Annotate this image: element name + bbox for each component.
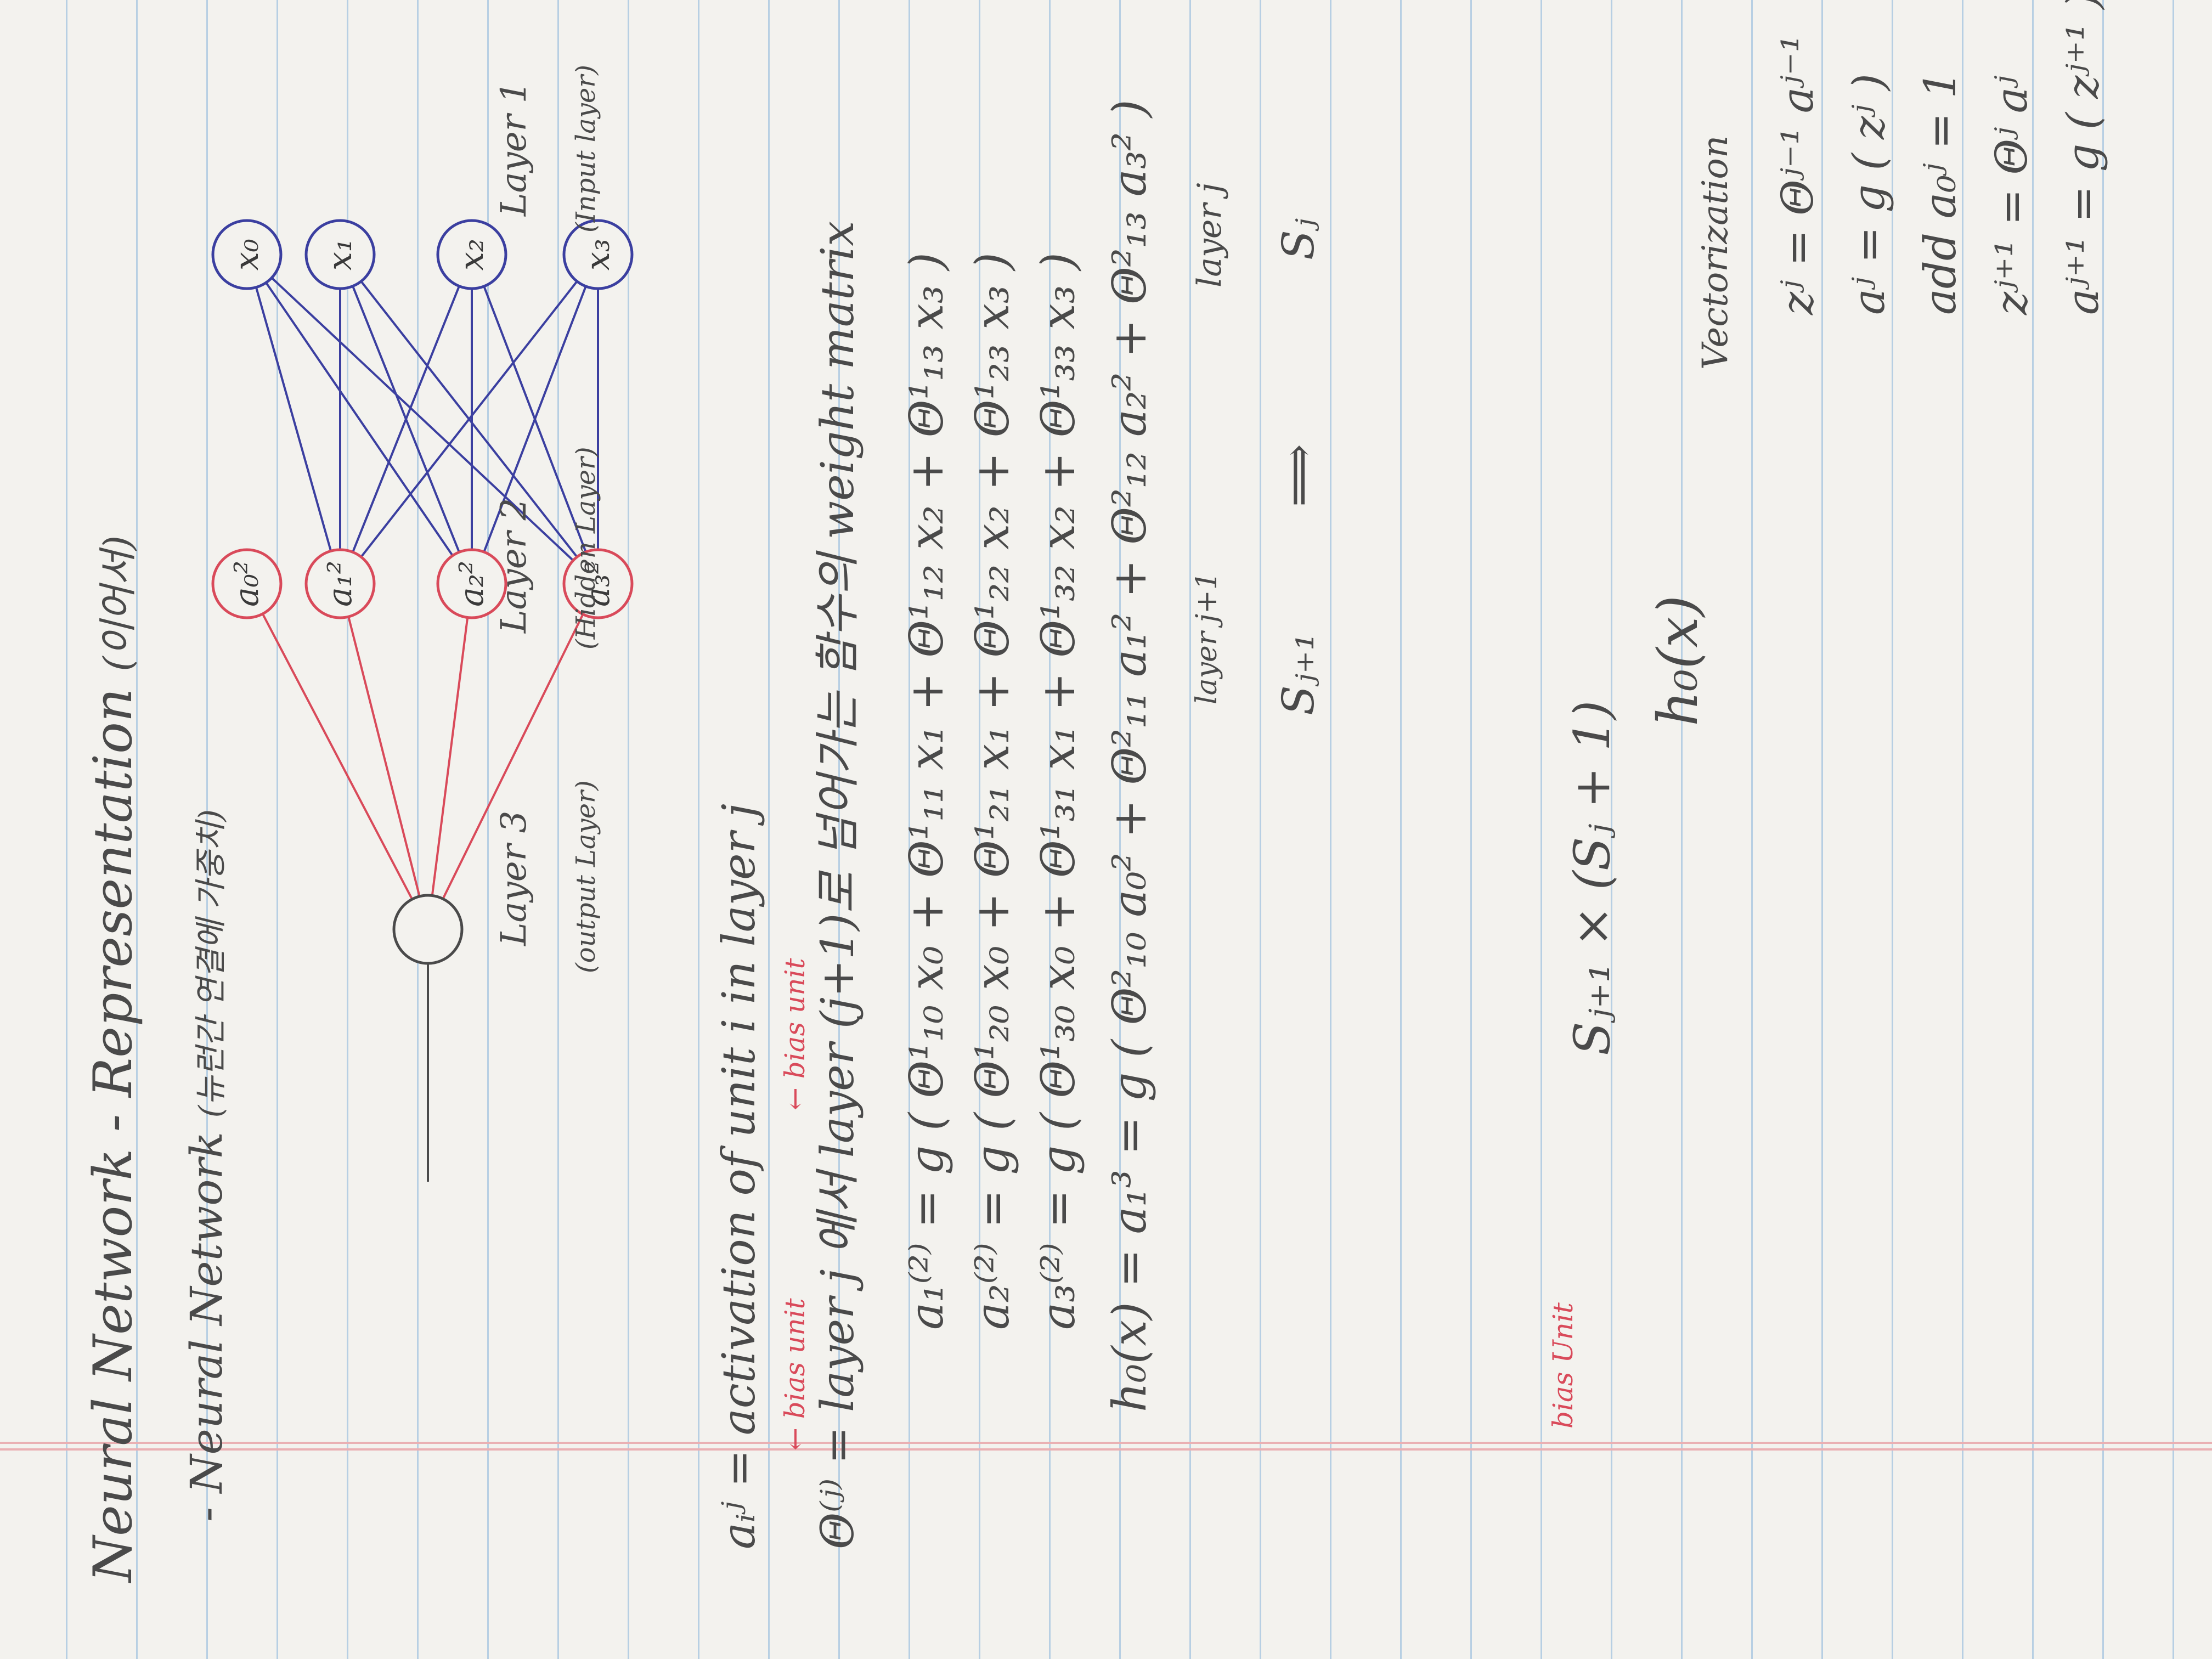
input-node: x₀: [211, 219, 283, 290]
equation-1: a₁⁽²⁾ = g ( Θ¹₁₀ x₀ + Θ¹₁₁ x₁ + Θ¹₁₂ x₂ …: [900, 252, 953, 1330]
equation-2: a₂⁽²⁾ = g ( Θ¹₂₀ x₀ + Θ¹₂₁ x₁ + Θ¹₂₂ x₂ …: [966, 252, 1019, 1330]
layer-3-label: Layer 3: [494, 810, 534, 946]
sj1-label: Sⱼ₊₁: [1273, 633, 1324, 715]
hidden-node: a₁²: [304, 548, 376, 619]
edge-hidden-output: [427, 583, 599, 930]
node-label: x₃: [579, 239, 617, 270]
def-activation: aᵢʲ = activation of unit i in layer j: [713, 803, 765, 1549]
input-node: x₁: [304, 219, 376, 290]
layer-1-sub: (Input layer): [571, 65, 601, 233]
edge-input-hidden: [339, 253, 599, 585]
vec-line-5: aʲ⁺¹ = g ( zʲ⁺¹ ): [2057, 0, 2108, 315]
edge-input-hidden: [246, 253, 599, 585]
vec-line-4: zʲ⁺¹ = Θʲ aʲ: [1986, 75, 2037, 315]
sj-label: Sⱼ: [1273, 218, 1324, 260]
hidden-node: a₂²: [436, 548, 507, 619]
edge-hidden-output: [246, 583, 429, 930]
edge-hidden-output: [339, 583, 429, 930]
edge-input-hidden: [471, 254, 599, 584]
edge-input-hidden: [246, 253, 473, 585]
matrix-dims: Sⱼ₊₁ × (Sⱼ + 1): [1564, 700, 1621, 1056]
vec-line-1: zʲ = Θʲ⁻¹ aʲ⁻¹: [1772, 35, 1823, 315]
node-label: x₀: [228, 239, 266, 270]
vectorization-title: Vectorization: [1695, 135, 1736, 370]
node-label: a₀²: [228, 561, 266, 607]
network-nodes: x₀ x₁ x₂ x₃ a₀² a₁² a₂² a₃²: [211, 219, 634, 965]
vec-line-3: add a₀ʲ = 1: [1915, 70, 1966, 315]
def-theta: Θ⁽ʲ⁾ = layer j 에서 layer (j+1)로 넘어가는 함수의 …: [812, 221, 864, 1549]
layer-j1-label: layer j+1: [1190, 572, 1223, 704]
layer-2-sub: (Hidden Layer): [571, 447, 601, 650]
implies-arrow: ⟹: [1273, 444, 1324, 507]
hidden-node: a₀²: [211, 548, 283, 619]
node-label: a₂²: [453, 561, 491, 607]
layer-1-label: Layer 1: [494, 81, 534, 216]
node-label: a₃²: [579, 561, 617, 607]
edge-hidden-output: [427, 583, 473, 930]
node-label: a₁²: [321, 561, 359, 607]
layer-2-label: Layer 2: [494, 498, 534, 633]
network-edges: [246, 253, 599, 1182]
output-node: [392, 894, 464, 965]
edge-input-hidden: [339, 254, 473, 584]
node-label: x₂: [453, 239, 491, 270]
input-node: x₃: [562, 219, 634, 290]
bias-unit-note: bias Unit: [1547, 1302, 1579, 1429]
layer-3-sub: (output Layer): [571, 780, 601, 973]
node-label: x₁: [321, 239, 359, 270]
equation-3: a₃⁽²⁾ = g ( Θ¹₃₀ x₀ + Θ¹₃₁ x₁ + Θ¹₃₂ x₂ …: [1031, 252, 1085, 1330]
equation-4: h₀(x) = a₁³ = g ( Θ²₁₀ a₀² + Θ²₁₁ a₁² + …: [1103, 99, 1156, 1412]
edge-input-hidden: [246, 254, 341, 584]
input-node: x₂: [436, 219, 507, 290]
output-label: h₀(x): [1646, 595, 1710, 726]
layer-j-label: layer j: [1190, 183, 1229, 287]
vec-line-2: aʲ = g ( zʲ ): [1843, 74, 1894, 315]
hidden-node: a₃²: [562, 548, 634, 619]
